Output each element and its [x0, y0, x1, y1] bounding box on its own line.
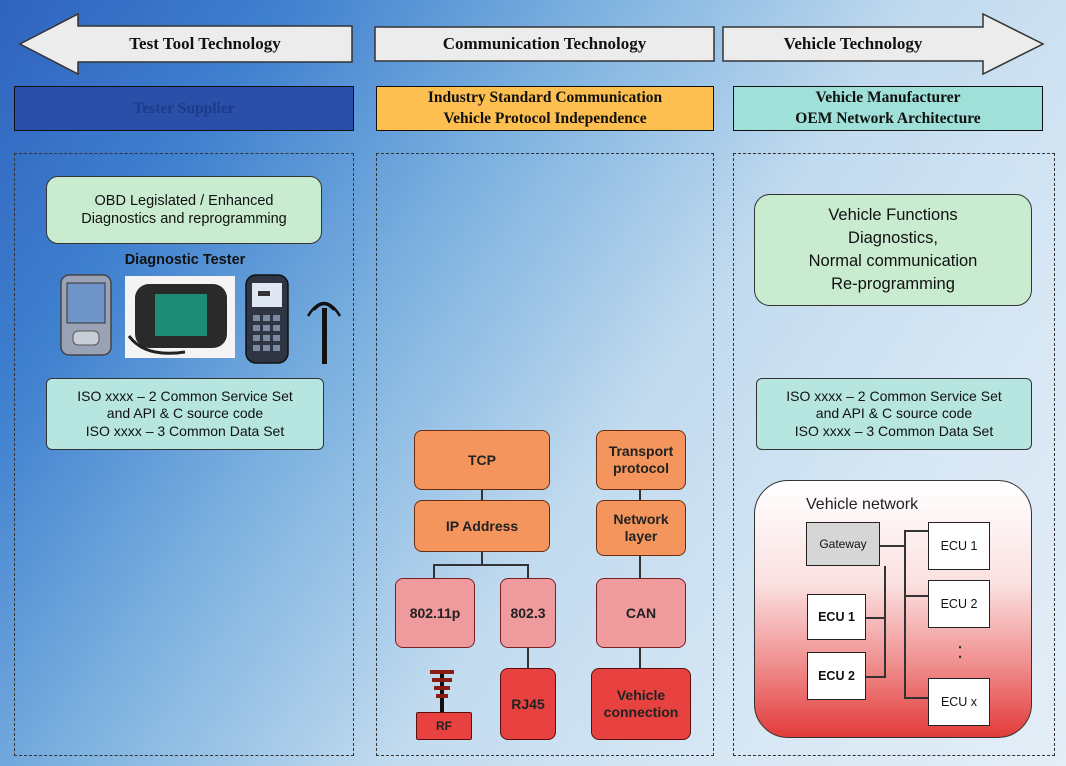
bus-left-ecu2-link — [866, 676, 886, 678]
vehicle-connection-line-1: Vehicle — [616, 686, 666, 703]
rf-box: RF — [416, 712, 472, 740]
vehicle-functions-line-3: Normal communication — [808, 252, 978, 270]
vehicle-functions-line-2: Diagnostics, — [848, 229, 938, 248]
tester-supplier-box: Tester Supplier — [14, 86, 354, 131]
ecu-right-1-box: ECU 1 — [928, 522, 990, 570]
vehicle-manufacturer-line-1: Vehicle Manufacturer — [815, 88, 961, 106]
industry-standard-box: Industry Standard Communication Vehicle … — [376, 86, 714, 131]
tcp-box: TCP — [414, 430, 550, 490]
gateway-box: Gateway — [806, 522, 880, 566]
rf-label: RF — [436, 719, 452, 733]
tcp-ip-connector — [481, 490, 483, 500]
ip-address-label: IP Address — [445, 518, 519, 534]
vehicle-network-title: Vehicle network — [806, 496, 919, 513]
right-iso-box: ISO xxxx – 2 Common Service Set and API … — [756, 378, 1032, 450]
tester-supplier-label: Tester Supplier — [133, 99, 235, 117]
right-iso-line-3: ISO xxxx – 3 Common Data Set — [794, 422, 994, 439]
can-box: CAN — [596, 578, 686, 648]
gateway-label: Gateway — [819, 537, 867, 551]
industry-standard-line-2: Vehicle Protocol Independence — [443, 109, 647, 127]
rf-antenna-icon — [424, 664, 460, 716]
bus-right-ecu1-link — [904, 530, 928, 532]
transport-line-1: Transport — [608, 442, 674, 459]
ecu-left-1-box: ECU 1 — [807, 594, 866, 640]
ethernet-rj45-connector — [527, 648, 529, 668]
vehicle-network-panel — [754, 480, 1032, 738]
gateway-bus-link — [880, 545, 904, 547]
test-tool-column — [14, 153, 354, 756]
ip-split-vertical — [481, 552, 483, 564]
wifi-80211p-box: 802.11p — [395, 578, 475, 648]
ecu-left-2-box: ECU 2 — [807, 652, 866, 700]
obd-line-2: Diagnostics and reprogramming — [81, 211, 287, 227]
industry-standard-line-1: Industry Standard Communication — [427, 88, 663, 106]
header-vehicle-technology: Vehicle Technology — [783, 34, 923, 53]
transport-network-connector — [639, 490, 641, 500]
ecu-right-2-label: ECU 2 — [940, 597, 978, 611]
vehicle-column — [733, 153, 1055, 756]
network-layer-line-1: Network — [613, 510, 669, 527]
ip-address-box: IP Address — [414, 500, 550, 552]
obd-line-1: OBD Legislated / Enhanced — [94, 192, 274, 209]
vehicle-manufacturer-box: Vehicle Manufacturer OEM Network Archite… — [733, 86, 1043, 131]
network-can-connector — [639, 556, 641, 578]
transport-line-2: protocol — [612, 460, 669, 476]
pda-device-icon — [55, 273, 117, 357]
left-iso-line-1: ISO xxxx – 2 Common Service Set — [77, 387, 293, 404]
can-label: CAN — [625, 605, 657, 621]
obd-diagnostics-box: OBD Legislated / Enhanced Diagnostics an… — [46, 176, 322, 244]
bus-left-ecu1-link — [866, 617, 886, 619]
tcp-label: TCP — [468, 452, 496, 468]
bus-right-ecux-link — [904, 697, 928, 699]
rj45-box: RJ45 — [500, 668, 556, 740]
ecu-ellipsis: : — [956, 638, 964, 663]
ecu-right-x-label: ECU x — [940, 695, 978, 709]
vehicle-functions-box: Vehicle Functions Diagnostics, Normal co… — [754, 194, 1032, 306]
ip-split-horizontal — [433, 564, 529, 566]
vehicle-functions-line-1: Vehicle Functions — [828, 206, 958, 225]
ethernet-8023-label: 802.3 — [510, 605, 546, 621]
right-iso-line-2: and API & C source code — [815, 405, 973, 422]
rj45-label: RJ45 — [511, 696, 545, 712]
ecu-right-2-box: ECU 2 — [928, 580, 990, 628]
right-iso-line-1: ISO xxxx – 2 Common Service Set — [786, 387, 1002, 404]
ethernet-8023-box: 802.3 — [500, 578, 556, 648]
wifi-connector — [433, 564, 435, 578]
communication-column — [376, 153, 714, 756]
wireless-antenna-icon — [298, 290, 350, 366]
ecu-left-1-label: ECU 1 — [818, 610, 855, 624]
ecu-right-x-box: ECU x — [928, 678, 990, 726]
scan-tool-icon — [125, 276, 235, 358]
header-test-tool-technology: Test Tool Technology — [129, 34, 281, 53]
vehicle-connection-box: Vehicle connection — [591, 668, 691, 740]
can-vehicle-connector — [639, 648, 641, 668]
ecu-right-1-label: ECU 1 — [940, 539, 978, 553]
ethernet-connector — [527, 564, 529, 578]
transport-protocol-box: Transport protocol — [596, 430, 686, 490]
bus-right-vertical — [904, 530, 906, 698]
bus-right-ecu2-link — [904, 595, 928, 597]
left-arrow-shape — [18, 12, 1045, 76]
network-layer-box: Network layer — [596, 500, 686, 556]
left-iso-line-2: and API & C source code — [106, 405, 264, 422]
header-communication-technology: Communication Technology — [442, 34, 647, 53]
gateway-left-bus-vertical — [884, 566, 886, 678]
network-layer-line-2: layer — [624, 528, 658, 544]
handheld-tester-icon — [242, 273, 292, 365]
vehicle-functions-line-4: Re-programming — [831, 274, 955, 293]
vehicle-connection-line-2: connection — [603, 704, 679, 720]
ecu-left-2-label: ECU 2 — [818, 669, 855, 683]
left-iso-box: ISO xxxx – 2 Common Service Set and API … — [46, 378, 324, 450]
diagnostic-tester-title: Diagnostic Tester — [124, 252, 246, 268]
wifi-80211p-label: 802.11p — [409, 605, 461, 621]
left-iso-line-3: ISO xxxx – 3 Common Data Set — [85, 422, 285, 439]
vehicle-manufacturer-line-2: OEM Network Architecture — [795, 109, 981, 127]
